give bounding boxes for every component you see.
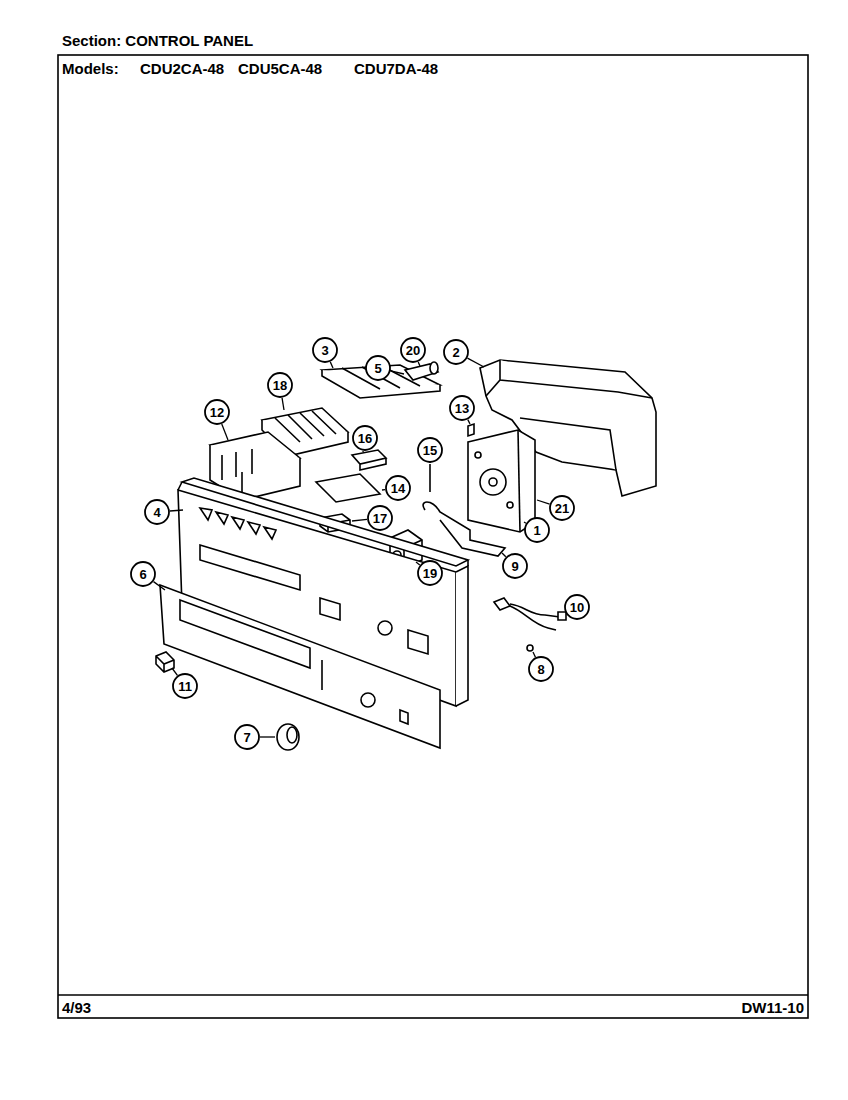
callout-circle [450, 396, 474, 420]
leader-line [429, 462, 430, 463]
callout-circle [235, 725, 259, 749]
leader-line [567, 613, 568, 615]
callout-circle [366, 356, 390, 380]
rod-part [423, 502, 505, 556]
callout-circle [529, 657, 553, 681]
callout-number: 7 [243, 731, 250, 744]
callout-circle [173, 674, 197, 698]
header-text: CDU5CA-48 [238, 61, 322, 76]
screw-part [468, 424, 474, 436]
callout-number: 2 [452, 346, 459, 359]
callout-number: 19 [423, 567, 437, 580]
leader-line [330, 362, 333, 368]
leader-line [172, 668, 177, 675]
callout-number: 3 [321, 344, 328, 357]
callout-circle [565, 595, 589, 619]
callout-number: 4 [153, 506, 160, 519]
callout-circle [503, 554, 527, 578]
leader-line [362, 451, 363, 452]
callout-number: 15 [423, 444, 437, 457]
leader-line [382, 489, 385, 491]
page-frame [58, 55, 808, 1018]
callout-circle [313, 338, 337, 362]
leader-line [502, 553, 506, 557]
callout-circle [205, 400, 229, 424]
leader-line [282, 398, 284, 410]
leader-line [416, 562, 420, 565]
callout-circle [131, 562, 155, 586]
header-text: Models: [62, 61, 119, 76]
leader-line [352, 519, 367, 521]
harness-part [494, 598, 566, 630]
callout-number: 18 [273, 379, 287, 392]
footer-rule [58, 994, 808, 996]
connector-part [405, 362, 438, 380]
callout-circle [386, 476, 410, 500]
callout-number: 9 [511, 560, 518, 573]
callout-number: 13 [455, 402, 469, 415]
callout-number: 20 [406, 344, 420, 357]
leader-line [418, 362, 420, 366]
callout-number: 21 [555, 502, 569, 515]
callout-circle [268, 373, 292, 397]
callout-number: 17 [373, 512, 387, 525]
leader-line [467, 358, 484, 367]
callout-circle [550, 496, 574, 520]
callout-circle [418, 438, 442, 462]
leader-line [533, 652, 535, 657]
sheet-part [316, 474, 380, 502]
callout-circle [418, 561, 442, 585]
callout-number: 16 [358, 432, 372, 445]
bracket-part [352, 450, 386, 470]
leader-line [222, 424, 228, 440]
callout-circle [525, 518, 549, 542]
callout-number: 6 [139, 568, 146, 581]
callout-number: 14 [391, 482, 405, 495]
callout-circle [353, 426, 377, 450]
callout-number: 11 [178, 680, 192, 693]
spring-part [429, 464, 431, 492]
callout-circle [444, 340, 468, 364]
leader-line [170, 510, 183, 511]
leader-line [391, 371, 404, 374]
header-text: CDU7DA-48 [354, 61, 438, 76]
section-title: Section: CONTROL PANEL [62, 33, 253, 48]
callout-circle [368, 506, 392, 530]
callout-circle [145, 500, 169, 524]
callout-circle [401, 338, 425, 362]
timer-part [468, 430, 535, 532]
overlay-part [160, 585, 440, 748]
callout-number: 10 [570, 601, 584, 614]
knob-part [156, 652, 174, 672]
callout-number: 12 [210, 406, 224, 419]
callout-number: 8 [537, 663, 544, 676]
header-text: DW11-10 [741, 1000, 804, 1015]
callout-number: 1 [533, 524, 540, 537]
knob-part [277, 724, 299, 750]
header-text: CDU2CA-48 [140, 61, 224, 76]
leader-line [468, 420, 470, 424]
leader-line [260, 736, 275, 737]
header-text: 4/93 [62, 1000, 91, 1015]
leader-line [537, 500, 550, 504]
leader-line [524, 522, 526, 523]
washer-part [527, 645, 533, 651]
callout-number: 5 [374, 362, 381, 375]
leader-line [154, 582, 165, 590]
